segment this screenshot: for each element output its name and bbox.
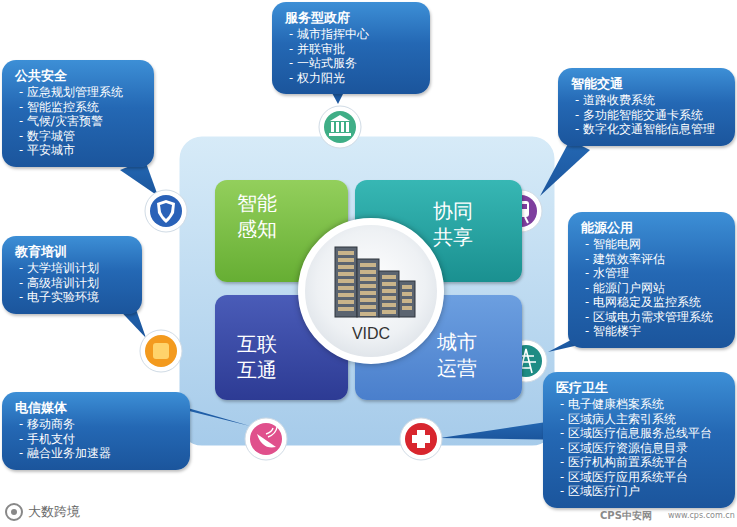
callout-bubble: 公共安全- 应急规划管理系统- 智能监控系统- 气候/灾害预警- 数字城管- 平… — [2, 60, 154, 167]
bubble-item: - 电网稳定及监控系统 — [581, 295, 725, 310]
bubble-item: - 一站式服务 — [285, 56, 420, 71]
bubble-item: - 并联审批 — [285, 42, 420, 57]
quadrant-label: 智能 感知 — [237, 190, 283, 242]
bubble-item: - 城市指挥中心 — [285, 27, 420, 42]
bubble-item: - 智能楼宇 — [581, 324, 725, 339]
bubble-heading: 电信媒体 — [15, 399, 180, 417]
bubble-item: - 区域医疗应用系统平台 — [556, 470, 725, 485]
bubble-item: - 平安城市 — [15, 143, 144, 158]
callout-bubble: 能源公用- 智能电网- 建筑效率评估- 水管理- 能源门户网站- 电网稳定及监控… — [568, 212, 735, 348]
bubble-item: - 区域医疗资源信息目录 — [556, 441, 725, 456]
icon-satellite — [245, 418, 287, 460]
bubble-heading: 教育培训 — [15, 243, 132, 261]
bubble-item: - 区域医疗门户 — [556, 484, 725, 499]
bubble-heading: 能源公用 — [581, 219, 725, 237]
center-label: VIDC — [305, 325, 437, 343]
bubble-item: - 融合业务加速器 — [15, 446, 180, 461]
callout-bubble: 智能交通- 道路收费系统- 多功能智能交通卡系统- 数字化交通智能信息管理 — [558, 68, 735, 146]
quadrant-label: 协同 共享 — [433, 198, 479, 250]
bubble-item: - 能源门户网站 — [581, 281, 725, 296]
bubble-item: - 应急规划管理系统 — [15, 85, 144, 100]
bubble-item: - 智能电网 — [581, 237, 725, 252]
bubble-item: - 移动商务 — [15, 417, 180, 432]
bubble-item: - 多功能智能交通卡系统 — [571, 108, 725, 123]
bubble-item: - 道路收费系统 — [571, 93, 725, 108]
bubble-item: - 医疗机构前置系统平台 — [556, 455, 725, 470]
bubble-item: - 气候/灾害预警 — [15, 114, 144, 129]
central-panel — [178, 135, 556, 447]
bubble-item: - 高级培训计划 — [15, 276, 132, 291]
icon-shield — [145, 190, 187, 232]
bubble-heading: 智能交通 — [571, 75, 725, 93]
bubble-item: - 大学培训计划 — [15, 261, 132, 276]
watermark-logo — [6, 504, 22, 520]
bubble-item: - 建筑效率评估 — [581, 252, 725, 267]
center-circle: VIDC — [298, 218, 444, 364]
bubble-heading: 公共安全 — [15, 67, 144, 85]
watermark-text: www.cps.com.cn — [668, 511, 735, 520]
bubble-item: - 数字化交通智能信息管理 — [571, 122, 725, 137]
bubble-item: - 区域病人主索引系统 — [556, 412, 725, 427]
callout-bubble: 服务型政府- 城市指挥中心- 并联审批- 一站式服务- 权力阳光 — [272, 2, 430, 94]
bubble-item: - 水管理 — [581, 266, 725, 281]
bubble-heading: 医疗卫生 — [556, 379, 725, 397]
callout-bubble: 教育培训- 大学培训计划- 高级培训计划- 电子实验环境 — [2, 236, 142, 314]
bubble-item: - 智能监控系统 — [15, 100, 144, 115]
bubble-item: - 数字城管 — [15, 129, 144, 144]
quadrant-label: 互联 互通 — [237, 331, 283, 383]
icon-education — [140, 330, 182, 372]
bubble-item: - 手机支付 — [15, 432, 180, 447]
watermark-text: CPS中安网 — [600, 509, 652, 523]
quadrant-label: 城市 运营 — [437, 329, 483, 381]
icon-medical-cross — [400, 418, 442, 460]
bubble-item: - 电子实验环境 — [15, 290, 132, 305]
bubble-item: - 区域医疗信息服务总线平台 — [556, 426, 725, 441]
bubble-item: - 权力阳光 — [285, 71, 420, 86]
bubble-heading: 服务型政府 — [285, 9, 420, 27]
callout-bubble: 电信媒体- 移动商务- 手机支付- 融合业务加速器 — [2, 392, 190, 470]
bubble-item: - 电子健康档案系统 — [556, 397, 725, 412]
icon-government — [319, 106, 361, 148]
watermark-text: 大数跨境 — [28, 503, 80, 521]
callout-bubble: 医疗卫生- 电子健康档案系统- 区域病人主索引系统- 区域医疗信息服务总线平台-… — [543, 372, 735, 508]
bubble-item: - 区域电力需求管理系统 — [581, 310, 725, 325]
bubble-tails — [110, 80, 610, 440]
